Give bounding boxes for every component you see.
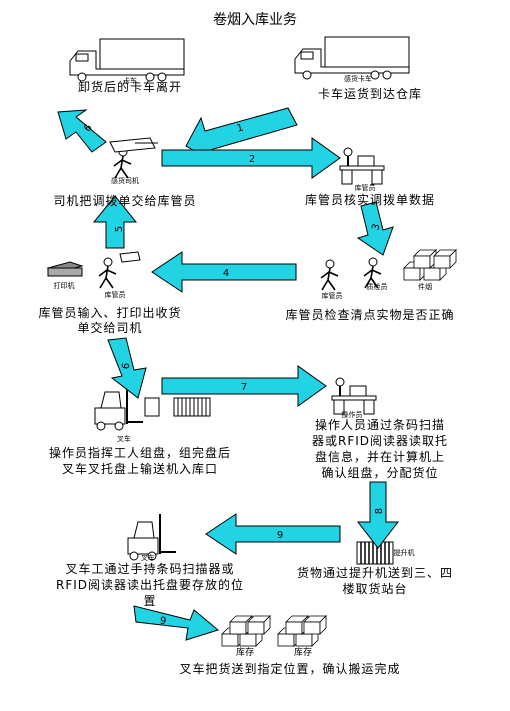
arrow-step-6b — [107, 337, 147, 399]
step-9a-label: 9 — [277, 530, 283, 541]
arrow-step-3 — [356, 201, 394, 256]
caption-fork-line2: RFID阅读器读出托盘要存放的位 — [55, 578, 245, 592]
clerk-desk-icon — [339, 147, 385, 185]
step-8-label: 8 — [374, 508, 385, 514]
operator-icon — [331, 377, 377, 415]
caption-verify: 库管员核实调拨单数据 — [304, 193, 435, 207]
caption-scan-line4: 确认组盘，分配货位 — [321, 466, 439, 480]
step-1-label: 1 — [236, 122, 245, 134]
step-7-label: 7 — [241, 382, 247, 393]
caption-lift-line1: 货物通过提升机送到三、四 — [296, 566, 453, 580]
step-5-label: 5 — [114, 226, 125, 232]
caption-driver-hand: 司机把调拨单交给库管员 — [53, 194, 197, 208]
forklift-2-label: 叉车 — [141, 554, 155, 562]
caption-arrive: 卡车运货到达仓库 — [317, 87, 422, 101]
caption-unload: 卸货后的卡车离开 — [77, 80, 182, 94]
cigarette-boxes-icon — [403, 249, 457, 281]
caption-fork-line3: 置 — [143, 594, 157, 608]
clerk-check-label: 库管员 — [321, 292, 343, 300]
forklift-1-icon — [94, 383, 211, 431]
driver-icon — [109, 137, 158, 179]
inspector-label: 质检员 — [366, 283, 388, 291]
operator-label: 操作员 — [341, 411, 363, 419]
caption-lift-line2: 楼取货站台 — [342, 582, 408, 596]
caption-inspect: 库管员检查清点实物是否正确 — [285, 308, 455, 322]
arrow-step-7 — [161, 365, 327, 407]
arrow-step-8 — [356, 481, 400, 549]
clerk-check-icon — [320, 259, 339, 291]
caption-scan-line1: 操作人员通过条码扫描 — [314, 418, 445, 432]
cigarettes-label: 件烟 — [418, 283, 432, 291]
printer-label: 打印机 — [53, 282, 75, 290]
storage-1-label: 库存 — [235, 648, 254, 658]
arrow-step-4 — [151, 251, 297, 293]
page-title: 卷烟入库业务 — [213, 12, 297, 28]
step-6b-label: 6 — [121, 362, 133, 370]
step-3-label: 3 — [370, 223, 382, 232]
step-6-label: 6 — [82, 122, 95, 134]
forklift-1-label: 叉车 — [117, 435, 131, 443]
clerk-print-label: 库管员 — [104, 291, 126, 299]
printer-icon — [46, 261, 84, 277]
storage-2-label: 库存 — [293, 648, 312, 658]
truck-left-label: 卡车 — [123, 77, 137, 85]
caption-group-line2: 叉车叉托盘上输送机入库口 — [61, 462, 218, 476]
truck-arriving-icon — [294, 36, 410, 80]
caption-fork-line1: 叉车工通过手持条码扫描器或 — [65, 562, 235, 576]
truck-leaving-icon — [69, 38, 185, 82]
storage-2-icon — [277, 615, 327, 647]
arrow-step-6 — [57, 109, 107, 153]
lift-icon — [356, 541, 394, 565]
arrow-step-2 — [161, 137, 341, 179]
arrow-step-9a — [205, 513, 341, 555]
step-2-label: 2 — [249, 154, 255, 165]
step-9b-label: 9 — [159, 616, 167, 628]
storage-1-icon — [221, 615, 271, 647]
caption-print-line1: 库管员输入、打印出收货 — [38, 306, 182, 320]
caption-group-line1: 操作员指挥工人组盘，组完盘后 — [48, 446, 231, 460]
driver-label: 感货司机 — [111, 177, 139, 185]
caption-scan-line3: 盘信息，并在计算机上 — [314, 450, 445, 464]
truck-right-label: 感货卡车 — [344, 75, 372, 83]
caption-final: 叉车把货送到指定位置，确认搬运完成 — [179, 662, 401, 676]
caption-scan-line2: 器或RFID阅读器读取托 — [311, 434, 449, 448]
clerk-print-icon — [98, 251, 141, 289]
step-4-label: 4 — [223, 268, 229, 279]
clerk-desk-label: 库管员 — [354, 184, 376, 192]
arrow-step-9b — [133, 605, 220, 641]
lift-label: 提升机 — [393, 549, 415, 557]
caption-print-line2: 单交给司机 — [77, 321, 143, 335]
arrow-step-5 — [92, 195, 138, 249]
